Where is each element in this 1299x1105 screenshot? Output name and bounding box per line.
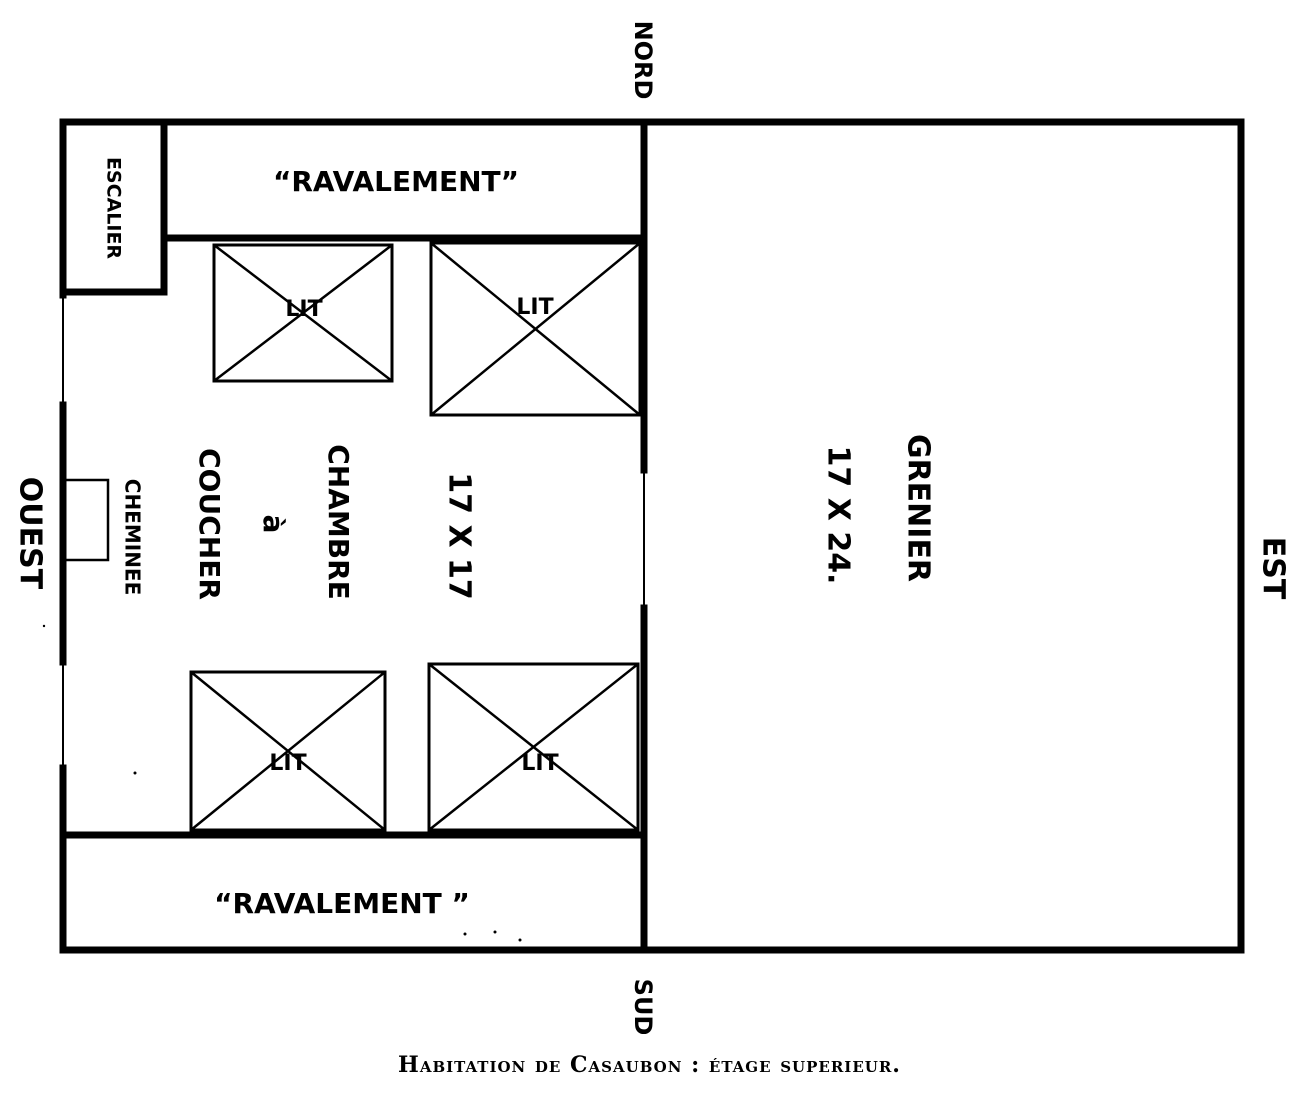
bed-label: LIT <box>516 295 553 320</box>
attic-label: GRENIER <box>901 434 936 582</box>
bed-label: LIT <box>285 297 322 322</box>
fireplace-label: CHEMINEE <box>121 479 145 595</box>
ravalement-top-label: “RAVALEMENT” <box>273 165 519 198</box>
print-specks <box>42 624 522 942</box>
stairs-label: ESCALIER <box>103 157 125 259</box>
bed <box>429 241 642 417</box>
bedroom-label-line2: à <box>257 515 290 534</box>
compass-north: NORD <box>629 21 657 100</box>
bedroom-dimensions: 17 X 17 <box>442 472 477 600</box>
attic-dimensions: 17 X 24. <box>821 446 856 585</box>
fireplace <box>63 478 110 562</box>
figure-caption: Habitation de Casaubon : étage superieur… <box>398 1052 901 1078</box>
bed-label: LIT <box>521 751 558 776</box>
bed <box>427 662 640 832</box>
bedroom-label-line1: CHAMBRE <box>322 444 355 600</box>
compass-south: SUD <box>629 979 657 1036</box>
ravalement-bottom-label: “RAVALEMENT ” <box>214 887 470 920</box>
outer-walls <box>59 118 1245 954</box>
stairs <box>59 118 168 296</box>
compass-west: OUEST <box>13 477 48 590</box>
compass-east: EST <box>1256 537 1291 600</box>
bed <box>189 670 387 832</box>
bed <box>212 243 394 383</box>
bed-label: LIT <box>269 751 306 776</box>
bedroom-label-line3: COUCHER <box>193 448 226 600</box>
